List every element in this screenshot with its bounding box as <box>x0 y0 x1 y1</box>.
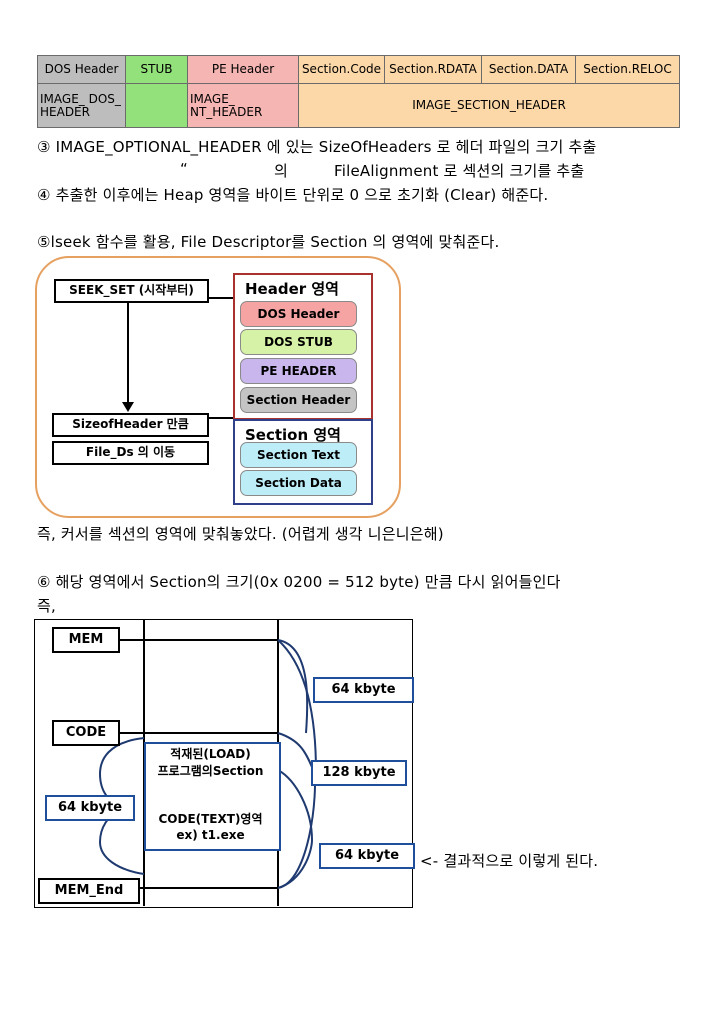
cell-pe-header: PE Header <box>187 55 299 84</box>
section-data-pill: Section Data <box>240 470 357 496</box>
cell-section-reloc: Section.RELOC <box>575 55 680 84</box>
mem-label-box: MEM <box>52 627 120 653</box>
header-region-title: Header 영역 <box>245 280 339 298</box>
cell-section-data: Section.DATA <box>481 55 576 84</box>
section-header-pill: Section Header <box>240 387 357 413</box>
cell-stub-empty <box>125 83 188 128</box>
section-region-box <box>233 419 373 505</box>
cell-stub: STUB <box>125 55 188 84</box>
mem-end-label-box: MEM_End <box>38 878 140 904</box>
dos-stub-pill: DOS STUB <box>240 329 357 355</box>
cell-dos-header: DOS Header <box>37 55 126 84</box>
sizeof-header-box: SizeofHeader 만큼 <box>52 413 209 437</box>
ditto-mark: “ <box>180 160 188 178</box>
cell-image-section-header: IMAGE_SECTION_HEADER <box>298 83 680 128</box>
loaded-line2: 프로그램의Section <box>157 764 264 778</box>
summary-text: 즉, 커서를 섹션의 영역에 맞춰놓았다. (어렵게 생각 니은니은해) <box>37 525 444 543</box>
size-left-box: 64 kbyte <box>45 795 135 821</box>
cell-image-nt-header: IMAGE_ NT_HEADER <box>187 83 299 128</box>
loaded-section-box <box>144 742 281 851</box>
section-region-title: Section 영역 <box>245 426 341 444</box>
code-label-box: CODE <box>52 720 120 746</box>
cell-section-code: Section.Code <box>298 55 385 84</box>
size-top-box: 64 kbyte <box>313 677 414 703</box>
cell-image-dos-header: IMAGE_ DOS_ HEADER <box>37 83 126 128</box>
pe-structure-table: DOS Header STUB PE Header Section.Code S… <box>37 55 680 128</box>
file-ds-move-box: File_Ds 의 이동 <box>52 441 209 465</box>
code-line2: ex) t1.exe <box>176 828 245 842</box>
step6-text: ⑥ 해당 영역에서 Section의 크기(0x 0200 = 512 byte… <box>37 573 561 591</box>
section-text-pill: Section Text <box>240 442 357 468</box>
diagram2-frame <box>34 619 413 908</box>
code-line1: CODE(TEXT)영역 <box>158 812 263 826</box>
seek-set-box: SEEK_SET (시작부터) <box>54 279 209 303</box>
step5-text: ⑤lseek 함수를 활용, File Descriptor를 Section … <box>37 233 500 251</box>
dos-header-pill: DOS Header <box>240 301 357 327</box>
step4-text: ④ 추출한 이후에는 Heap 영역을 바이트 단위로 0 으로 초기화 (Cl… <box>37 186 549 204</box>
diagram1-frame <box>35 256 401 518</box>
cell-section-rdata: Section.RDATA <box>384 55 482 84</box>
result-note: <- 결과적으로 이렇게 된다. <box>420 852 599 870</box>
step6-cont-text: 즉, <box>37 597 56 615</box>
loaded-line1: 적재된(LOAD) <box>170 747 251 761</box>
size-bottom-box: 64 kbyte <box>319 843 415 869</box>
header-region-box <box>233 273 373 420</box>
pe-header-pill: PE HEADER <box>240 358 357 384</box>
step3-cont-particle: 의 <box>274 162 289 180</box>
step3-text: ③ IMAGE_OPTIONAL_HEADER 에 있는 SizeOfHeade… <box>37 138 597 156</box>
size-middle-box: 128 kbyte <box>311 760 407 786</box>
step3-cont-text: FileAlignment 로 섹션의 크기를 추출 <box>334 162 585 180</box>
